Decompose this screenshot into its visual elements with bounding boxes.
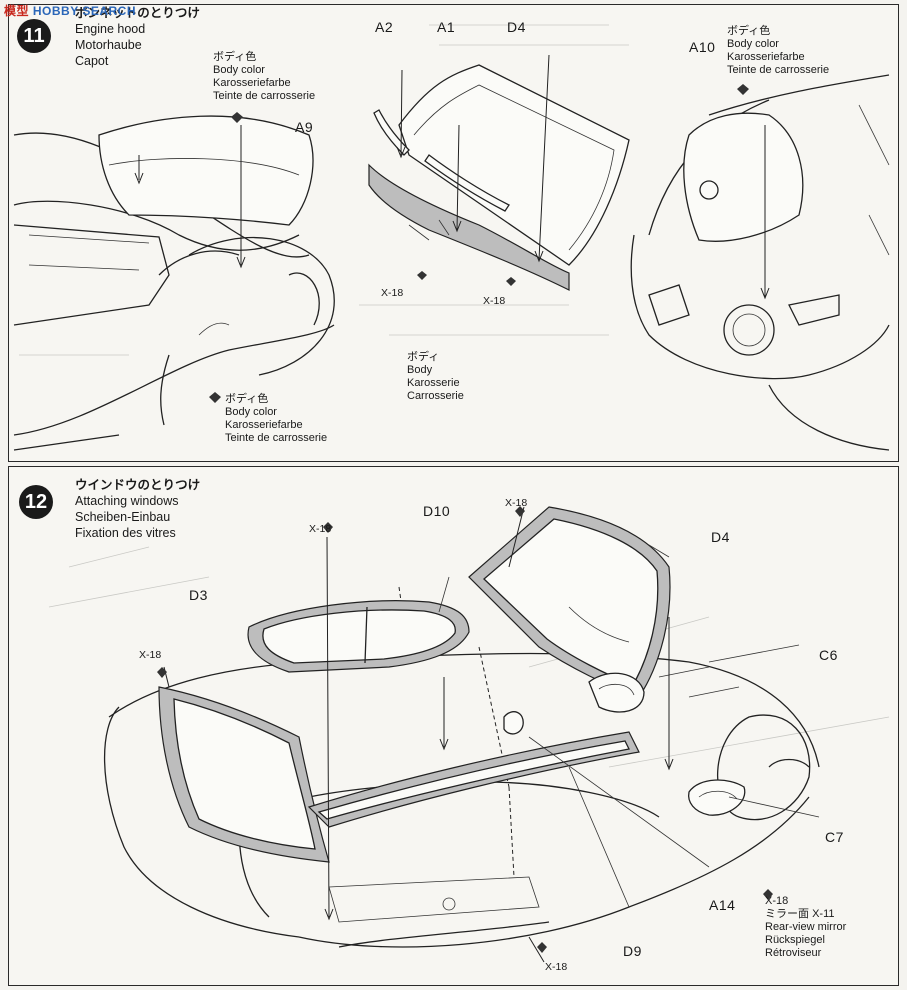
screw-x18-left: X-18 bbox=[381, 287, 404, 299]
watermark: 模型 HOBBY SEARCH bbox=[4, 4, 136, 18]
part-a2-label: A2 bbox=[375, 19, 394, 35]
step-11-illustration bbox=[13, 24, 890, 451]
mirror-screw: X-18 bbox=[765, 895, 789, 907]
part-d9-label: D9 bbox=[623, 943, 642, 959]
step-12-title-fr: Fixation des vitres bbox=[75, 526, 176, 540]
step-11-title-jp: ボンネットのとりつけ bbox=[75, 6, 200, 20]
step-12-title-de: Scheiben-Einbau bbox=[75, 510, 171, 524]
screw-x18-bottom: X-18 bbox=[545, 961, 568, 973]
a10-paint-callout: ボディ色 Body color Karosseriefarbe Teinte d… bbox=[727, 25, 830, 76]
part-d4-label: D4 bbox=[711, 529, 730, 545]
step-11-badge: 11 bbox=[17, 19, 51, 53]
step-12-title: ウインドウのとりつけ Attaching windows Scheiben-Ei… bbox=[75, 477, 200, 541]
part-a1-label: A1 bbox=[437, 19, 456, 35]
part-d10-label: D10 bbox=[423, 503, 451, 519]
screw-x18-top: X-18 bbox=[309, 523, 332, 535]
body-paint-callout: ボディ色 Body color Karosseriefarbe Teinte d… bbox=[225, 393, 328, 444]
part-c6-label: C6 bbox=[819, 647, 838, 663]
step-12-title-jp: ウインドウのとりつけ bbox=[75, 478, 201, 492]
body-callout: ボディ Body Karosserie Carrosserie bbox=[407, 351, 464, 402]
step-12-badge: 12 bbox=[19, 485, 53, 519]
part-a10-label: A10 bbox=[689, 39, 716, 55]
step-11-panel: 11 ボンネットのとりつけ Engine hood Motorhaube Cap… bbox=[8, 4, 899, 462]
part-a14-label: A14 bbox=[709, 897, 736, 913]
step-11-title: ボンネットのとりつけ Engine hood Motorhaube Capot bbox=[75, 5, 200, 69]
screw-x18-right: X-18 bbox=[483, 295, 506, 307]
part-d3-label: D3 bbox=[189, 587, 208, 603]
part-d4-label: D4 bbox=[507, 19, 526, 35]
step-11-title-en: Engine hood bbox=[75, 22, 146, 36]
hood-paint-callout: ボディ色 Body color Karosseriefarbe Teinte d… bbox=[213, 51, 316, 102]
step-11-title-fr: Capot bbox=[75, 54, 109, 68]
step-12-panel: 12 ウインドウのとりつけ Attaching windows Scheiben… bbox=[8, 466, 899, 986]
step-12-illustration bbox=[48, 506, 890, 963]
part-a9-label: A9 bbox=[295, 119, 314, 135]
screw-x18-windshield: X-18 bbox=[505, 497, 528, 509]
step-12-title-en: Attaching windows bbox=[75, 494, 179, 508]
screw-x18-left: X-18 bbox=[139, 649, 162, 661]
step-11-title-de: Motorhaube bbox=[75, 38, 142, 52]
part-c7-label: C7 bbox=[825, 829, 844, 845]
mirror-callout: X-18 ミラー面 X-11 Rear-view mirror Rückspie… bbox=[765, 895, 847, 959]
